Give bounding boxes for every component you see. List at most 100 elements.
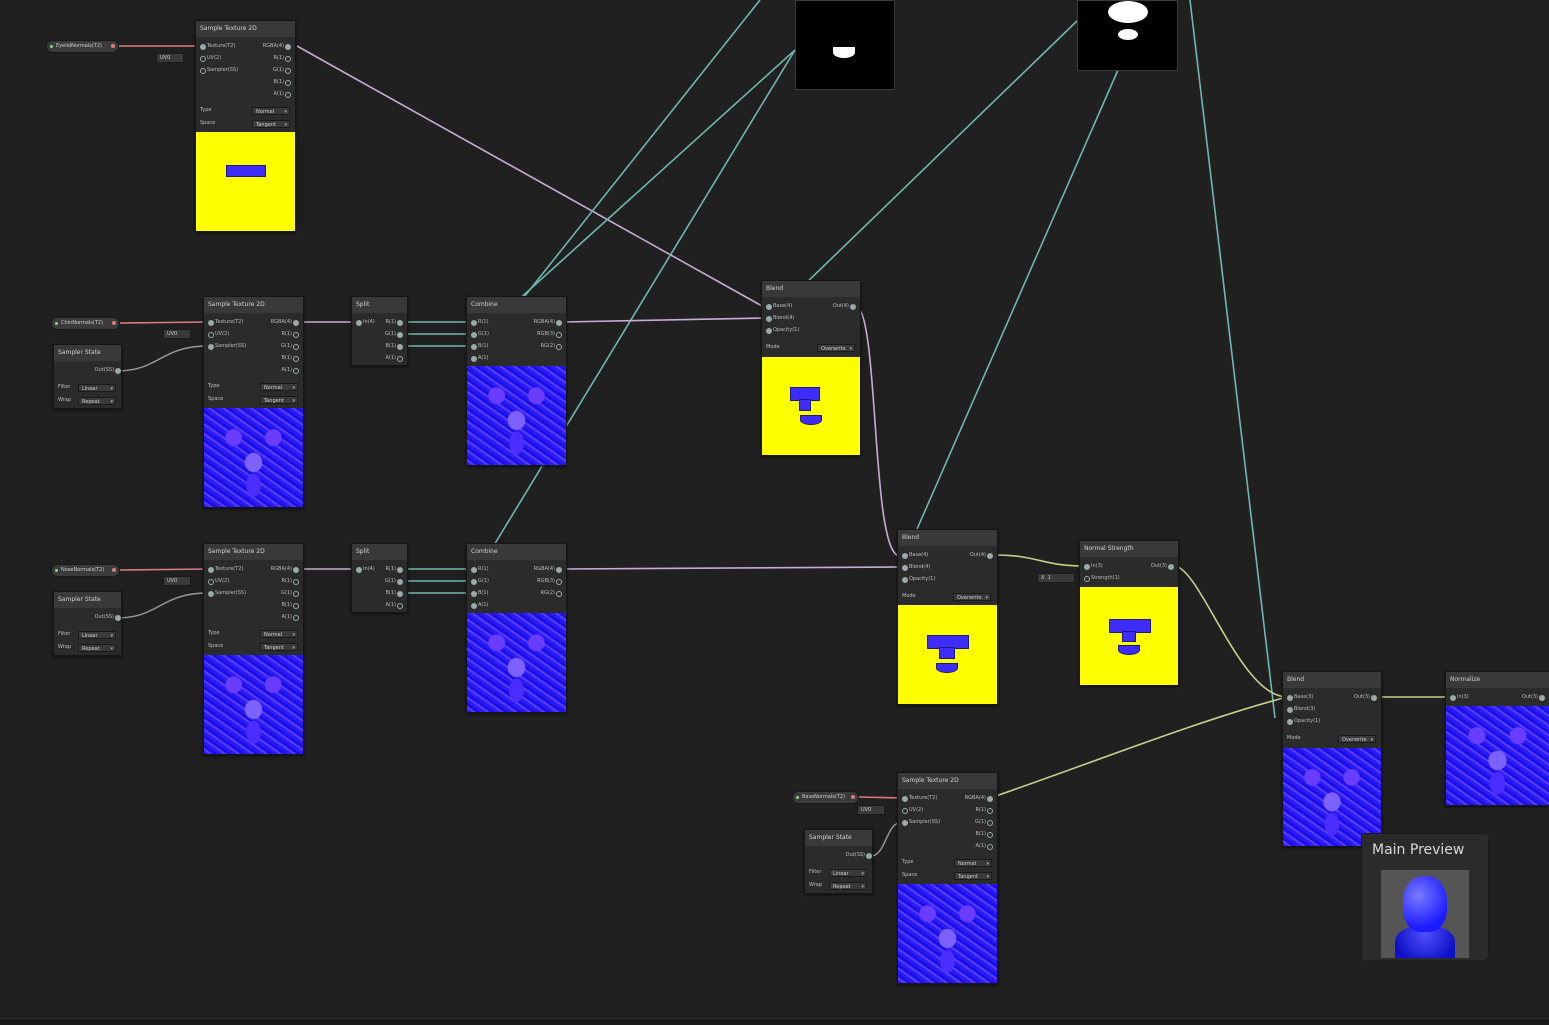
filter-dropdown[interactable]: Linear: [829, 869, 867, 878]
output-out[interactable]: Out(3): [1354, 692, 1377, 703]
sample-texture-node-eyelid[interactable]: Sample Texture 2D Texture(T2) UV(2) Samp…: [195, 20, 296, 232]
output-a[interactable]: A(1): [385, 600, 403, 611]
mode-dropdown[interactable]: Overwrite: [817, 344, 855, 353]
blend-node-2[interactable]: Blend Base(4) Blend(4) Opacity(1) Out(4)…: [897, 529, 998, 705]
output-sampler[interactable]: Out(SS): [846, 850, 872, 861]
split-node-1[interactable]: Split In(4) R(1) G(1) B(1) A(1): [351, 296, 408, 366]
wrap-dropdown[interactable]: Repeat: [78, 644, 116, 653]
output-rg[interactable]: RG(2): [541, 341, 562, 352]
output-out[interactable]: Out(4): [833, 301, 856, 312]
sampler-state-node-2[interactable]: Sampler State Out(SS) Filter Linear Wrap…: [53, 591, 122, 656]
input-in[interactable]: In(4): [356, 317, 375, 328]
input-base[interactable]: Base(4): [902, 550, 928, 561]
output-rgba[interactable]: RGBA(4): [271, 317, 299, 328]
space-dropdown[interactable]: Tangent: [260, 643, 298, 652]
input-texture[interactable]: Texture(T2): [208, 317, 243, 328]
output-out[interactable]: Out(3): [1522, 692, 1545, 703]
output-a[interactable]: A(1): [975, 841, 993, 852]
output-out[interactable]: Out(3): [1151, 561, 1174, 572]
input-b[interactable]: B(1): [471, 341, 489, 352]
uv-dropdown[interactable]: UV0: [163, 329, 191, 339]
input-blend[interactable]: Blend(4): [902, 562, 930, 573]
input-sampler[interactable]: Sampler(SS): [902, 817, 940, 828]
input-strength[interactable]: Strength(1): [1084, 573, 1120, 584]
space-dropdown[interactable]: Tangent: [260, 396, 298, 405]
type-dropdown[interactable]: Normal: [954, 859, 992, 868]
input-texture[interactable]: Texture(T2): [902, 793, 937, 804]
input-r[interactable]: R(1): [471, 317, 489, 328]
input-g[interactable]: G(1): [471, 576, 489, 587]
input-base[interactable]: Base(4): [766, 301, 792, 312]
sampler-state-node-1[interactable]: Sampler State Out(SS) Filter Linear Wrap…: [53, 344, 122, 409]
output-rgba[interactable]: RGBA(4): [534, 317, 562, 328]
uv-dropdown[interactable]: UV0: [156, 53, 184, 63]
output-r[interactable]: R(1): [385, 564, 403, 575]
space-dropdown[interactable]: Tangent: [954, 872, 992, 881]
output-g[interactable]: G(1): [385, 329, 403, 340]
base-normals-property[interactable]: BaseNormals(T2): [792, 791, 859, 804]
output-rgba[interactable]: RGBA(4): [271, 564, 299, 575]
output-r[interactable]: R(1): [273, 53, 291, 64]
output-out[interactable]: Out(4): [970, 550, 993, 561]
input-opacity[interactable]: Opacity(1): [1287, 716, 1320, 727]
uv-dropdown[interactable]: UV0: [163, 576, 191, 586]
blend-node-3[interactable]: Blend Base(3) Blend(3) Opacity(1) Out(3)…: [1282, 671, 1382, 847]
mode-dropdown[interactable]: Overwrite: [953, 593, 991, 602]
mode-dropdown[interactable]: Overwrite: [1338, 735, 1376, 744]
input-uv[interactable]: UV(2): [208, 576, 229, 587]
input-uv[interactable]: UV(2): [200, 53, 221, 64]
input-g[interactable]: G(1): [471, 329, 489, 340]
output-a[interactable]: A(1): [281, 365, 299, 376]
input-sampler[interactable]: Sampler(SS): [208, 341, 246, 352]
output-b[interactable]: B(1): [385, 341, 403, 352]
output-g[interactable]: G(1): [281, 588, 299, 599]
filter-dropdown[interactable]: Linear: [78, 631, 116, 640]
input-a[interactable]: A(1): [471, 353, 489, 364]
output-rgba[interactable]: RGBA(4): [534, 564, 562, 575]
output-port[interactable]: [111, 44, 115, 48]
input-blend[interactable]: Blend(3): [1287, 704, 1315, 715]
output-b[interactable]: B(1): [281, 600, 299, 611]
sample-texture-node-chin[interactable]: Sample Texture 2D Texture(T2) UV(2) Samp…: [203, 296, 304, 508]
input-in[interactable]: In(3): [1450, 692, 1469, 703]
output-b[interactable]: B(1): [273, 77, 291, 88]
output-port[interactable]: [851, 795, 855, 799]
input-texture[interactable]: Texture(T2): [200, 41, 235, 52]
output-g[interactable]: G(1): [273, 65, 291, 76]
output-rgba[interactable]: RGBA(4): [263, 41, 291, 52]
output-rgb[interactable]: RGB(3): [537, 329, 562, 340]
input-uv[interactable]: UV(2): [208, 329, 229, 340]
sampler-state-node-3[interactable]: Sampler State Out(SS) Filter Linear Wrap…: [804, 829, 873, 894]
input-blend[interactable]: Blend(4): [766, 313, 794, 324]
input-opacity[interactable]: Opacity(1): [902, 574, 935, 585]
wrap-dropdown[interactable]: Repeat: [829, 882, 867, 891]
input-texture[interactable]: Texture(T2): [208, 564, 243, 575]
output-g[interactable]: G(1): [281, 341, 299, 352]
normalize-node[interactable]: Normalize In(3) Out(3): [1445, 671, 1549, 806]
output-g[interactable]: G(1): [385, 576, 403, 587]
output-a[interactable]: A(1): [273, 89, 291, 100]
output-g[interactable]: G(1): [975, 817, 993, 828]
main-preview-panel[interactable]: Main Preview: [1361, 833, 1489, 961]
input-base[interactable]: Base(3): [1287, 692, 1313, 703]
input-in[interactable]: In(4): [356, 564, 375, 575]
output-rgb[interactable]: RGB(3): [537, 576, 562, 587]
sample-texture-node-base[interactable]: Sample Texture 2D Texture(T2) UV(2) Samp…: [897, 772, 998, 984]
output-a[interactable]: A(1): [385, 353, 403, 364]
input-r[interactable]: R(1): [471, 564, 489, 575]
input-b[interactable]: B(1): [471, 588, 489, 599]
blend-node-1[interactable]: Blend Base(4) Blend(4) Opacity(1) Out(4)…: [761, 280, 861, 456]
output-r[interactable]: R(1): [385, 317, 403, 328]
input-sampler[interactable]: Sampler(SS): [200, 65, 238, 76]
strength-field[interactable]: X 1: [1037, 573, 1075, 583]
type-dropdown[interactable]: Normal: [252, 107, 290, 116]
space-dropdown[interactable]: Tangent: [252, 120, 290, 129]
combine-node-1[interactable]: Combine R(1) G(1) B(1) A(1) RGBA(4) RGB(…: [466, 296, 567, 466]
output-b[interactable]: B(1): [385, 588, 403, 599]
output-port[interactable]: [112, 568, 116, 572]
output-a[interactable]: A(1): [281, 612, 299, 623]
output-r[interactable]: R(1): [281, 576, 299, 587]
main-preview-render[interactable]: [1381, 870, 1469, 958]
chin-normals-property[interactable]: ChinNormals(T2): [51, 317, 120, 330]
input-sampler[interactable]: Sampler(SS): [208, 588, 246, 599]
